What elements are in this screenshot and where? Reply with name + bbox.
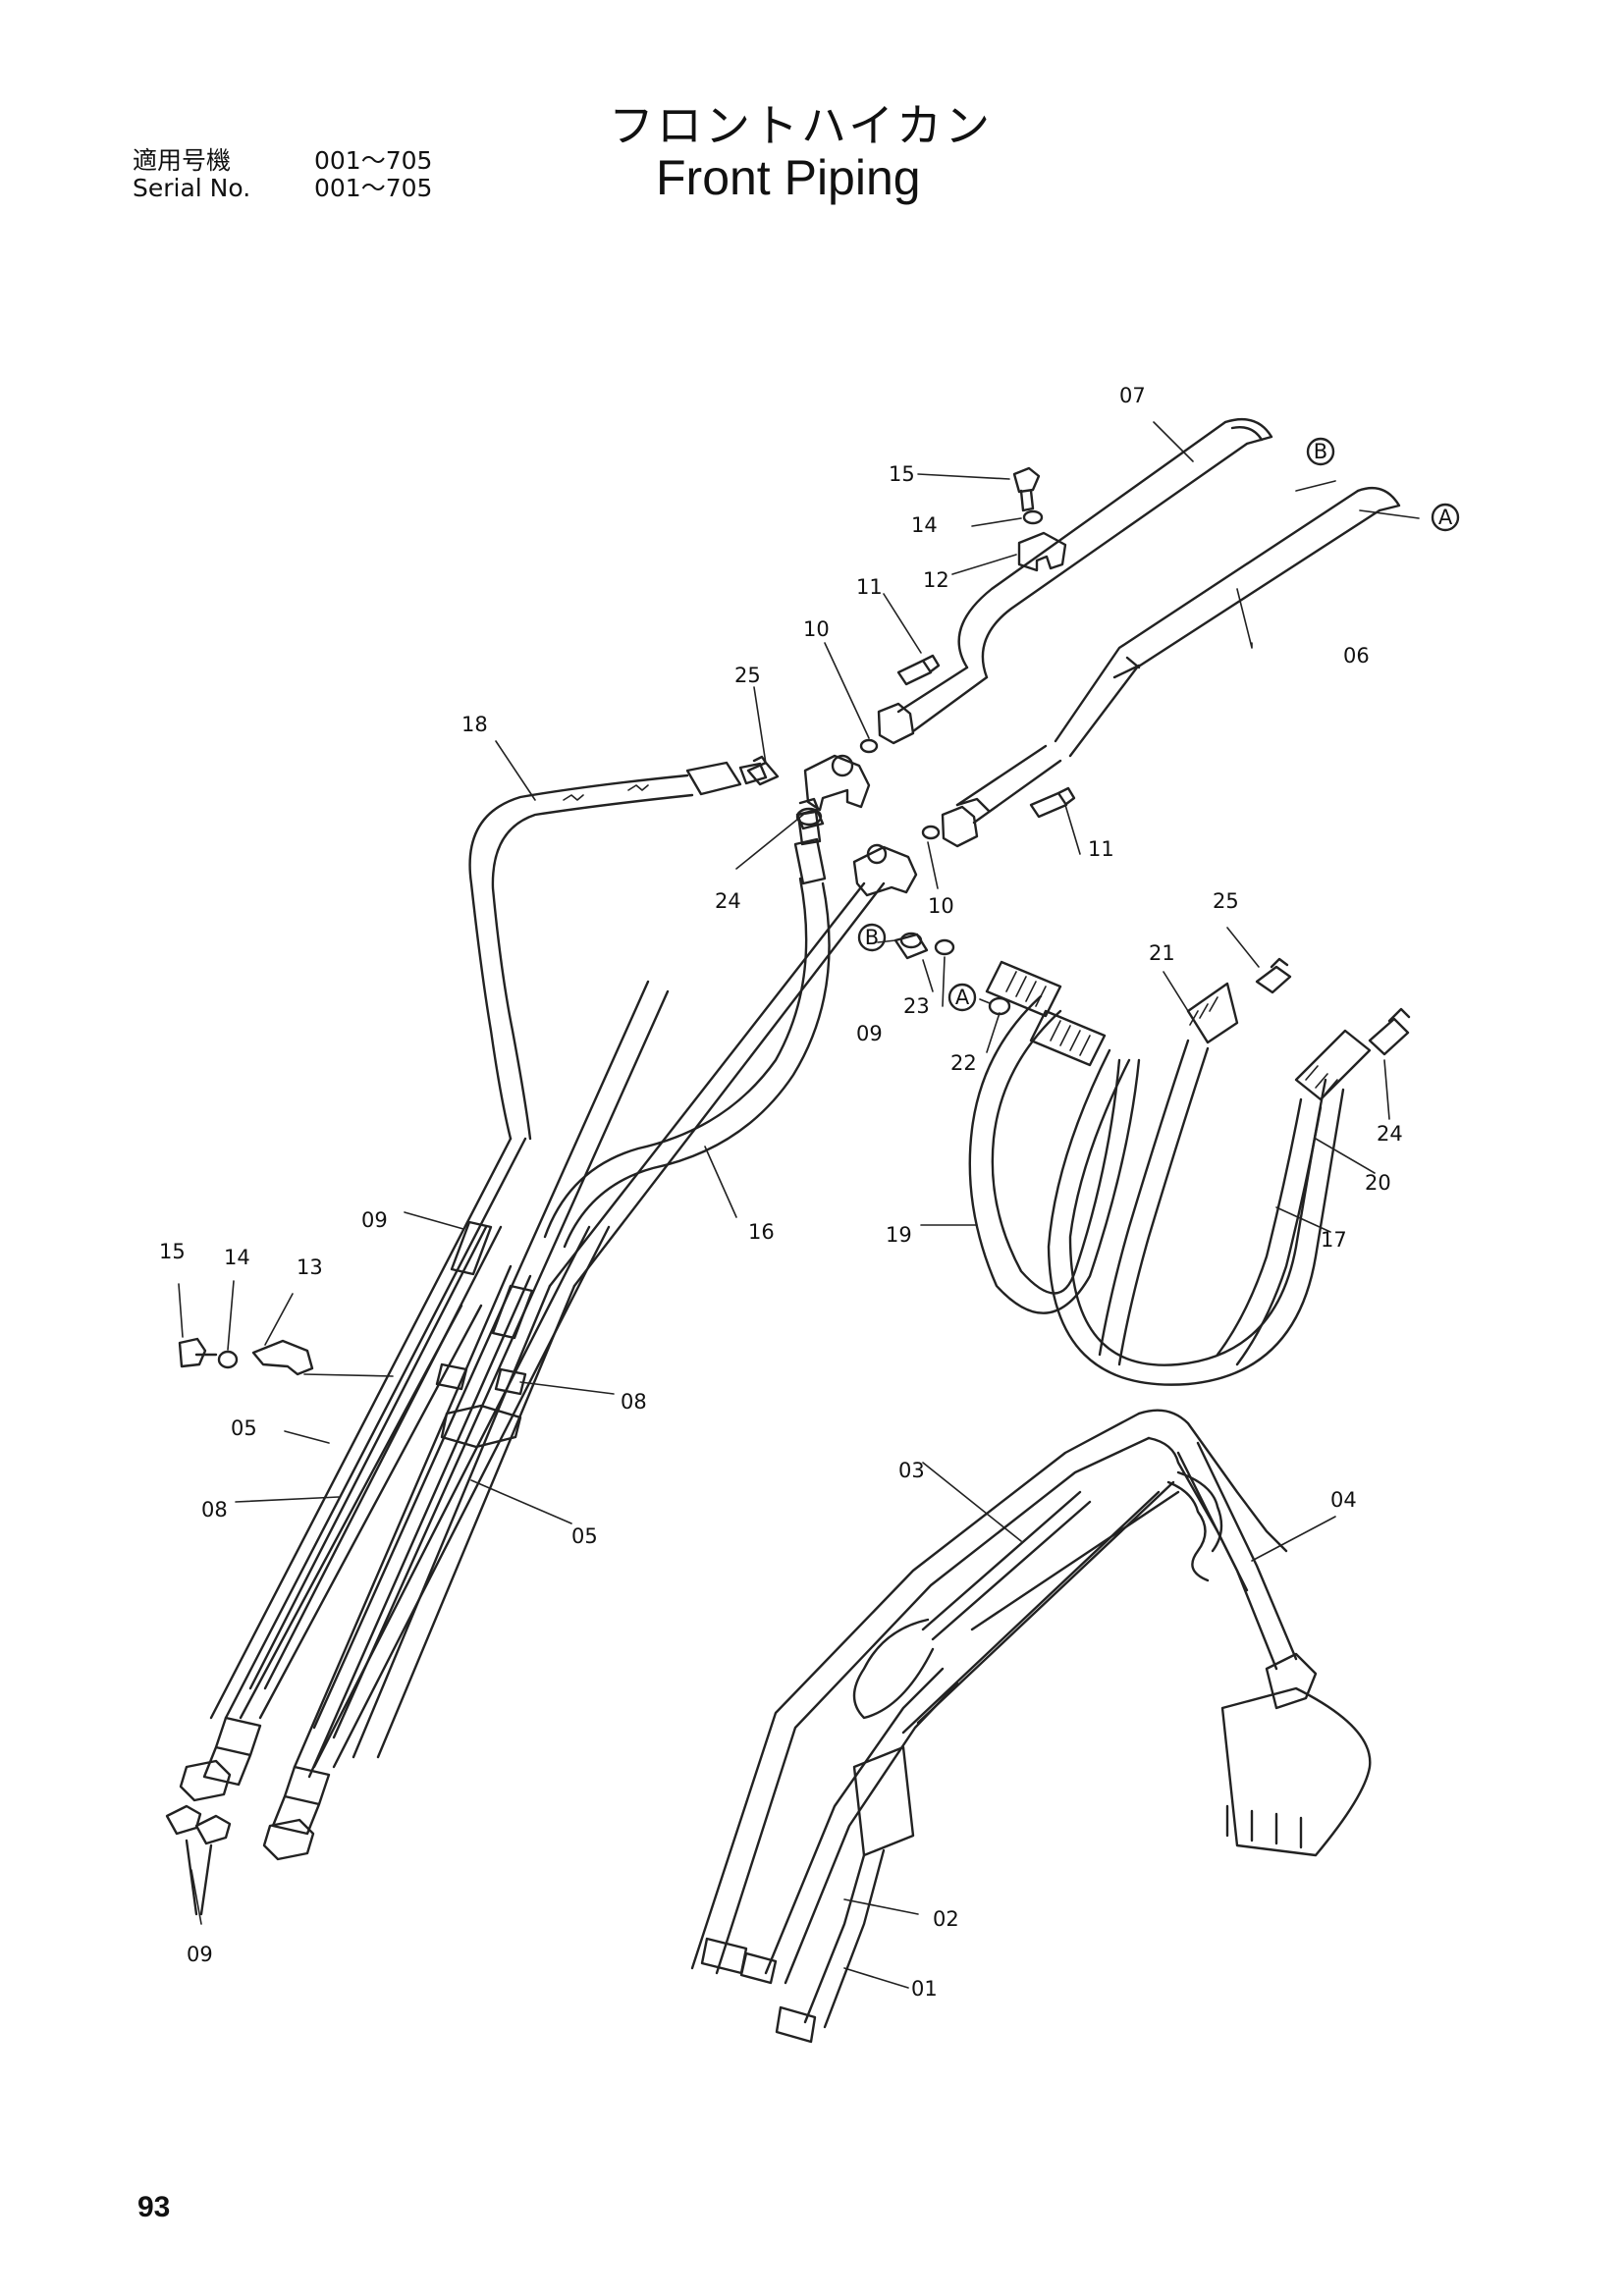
bolt-15-left	[178, 1337, 218, 1368]
clamp-12	[1017, 531, 1067, 572]
callout-09-right: 09	[856, 1022, 883, 1045]
page-title-english: Front Piping	[656, 150, 921, 205]
callout-05-right: 05	[571, 1524, 598, 1548]
svg-text:B: B	[865, 926, 879, 949]
pipe-07	[957, 417, 1273, 679]
pipe-06	[1054, 486, 1401, 758]
callout-23: 23	[903, 994, 930, 1018]
fitting-24-right	[1368, 1007, 1411, 1056]
callout-14-top: 14	[911, 513, 938, 537]
clamp-upper	[803, 754, 871, 812]
callout-25-right: 25	[1213, 889, 1239, 913]
pipe-segment-upper	[896, 666, 1062, 825]
callout-10-mid: 10	[928, 894, 954, 918]
callout-05-left: 05	[231, 1416, 257, 1440]
washer-14-left	[217, 1350, 239, 1369]
pipe-fitting-sleeve	[435, 1220, 534, 1396]
fitting-24-left	[795, 797, 825, 830]
hose-16	[543, 807, 831, 1249]
callout-19: 19	[886, 1223, 912, 1247]
callout-02: 02	[933, 1907, 959, 1931]
callout-25-left: 25	[734, 664, 761, 687]
callout-13: 13	[297, 1255, 323, 1279]
serial-value-english: 001～705	[314, 174, 433, 202]
excavator-arm	[901, 1441, 1298, 1735]
callout-03: 03	[898, 1459, 925, 1482]
callout-09-left: 09	[361, 1208, 388, 1232]
callout-11-mid: 11	[1088, 837, 1114, 861]
mark-b-top: B	[1306, 437, 1335, 466]
hose-18	[468, 761, 768, 1141]
washer-14-top	[1022, 509, 1044, 525]
callout-18: 18	[461, 713, 488, 736]
boom-base-piping	[700, 1937, 817, 2044]
serial-value-japanese: 001～705	[314, 146, 433, 175]
callout-01: 01	[911, 1977, 938, 2001]
svg-text:A: A	[955, 986, 970, 1009]
fitting-09-right	[893, 932, 929, 960]
bracket-13	[251, 1339, 314, 1376]
callout-16: 16	[748, 1220, 775, 1244]
o-ring-23	[934, 938, 955, 956]
callout-07: 07	[1119, 384, 1146, 407]
excavator-boom	[690, 1409, 1288, 1985]
callout-12: 12	[923, 568, 949, 592]
callout-20: 20	[1365, 1171, 1391, 1195]
pipe-couplings-bottom	[179, 1716, 331, 1861]
boom-piping-03	[852, 1490, 1180, 1720]
bolt-15-top	[1012, 466, 1041, 512]
mark-a-mid: A	[947, 983, 977, 1012]
excavator-bucket	[1220, 1652, 1372, 1857]
pipe-bundle-right	[293, 1264, 576, 1779]
callout-08-left: 08	[201, 1498, 228, 1522]
hose-20	[1216, 1029, 1372, 1366]
callout-11-top: 11	[856, 575, 883, 599]
callout-15-left: 15	[159, 1240, 186, 1263]
svg-text:B: B	[1314, 440, 1327, 463]
callout-17: 17	[1321, 1228, 1347, 1252]
fitting-10-mid	[921, 797, 991, 848]
serial-label-japanese: 適用号機	[133, 146, 232, 175]
callout-21: 21	[1149, 941, 1175, 965]
callout-06: 06	[1343, 644, 1370, 667]
leader-lines	[178, 421, 1420, 1989]
callout-24-right: 24	[1377, 1122, 1403, 1146]
serial-row-japanese: 適用号機 001～705	[133, 147, 432, 175]
serial-label-english: Serial No.	[133, 174, 251, 202]
fitting-10-top	[859, 702, 915, 754]
mark-b-mid: B	[857, 923, 887, 952]
hose-19	[968, 960, 1141, 1314]
callout-22: 22	[950, 1051, 977, 1075]
part-callouts: 07 15 14 12 11 10 06 25 18 24 10 11 25 2…	[159, 384, 1403, 2001]
pipe-bundle-left	[209, 881, 886, 1769]
callout-10-top: 10	[803, 617, 830, 641]
adapter-25-right	[1255, 957, 1292, 994]
hose-17	[1029, 1009, 1345, 1386]
callout-14-left: 14	[224, 1246, 250, 1269]
callout-08-right: 08	[621, 1390, 647, 1414]
page-title-japanese: フロントハイカン	[609, 99, 994, 152]
pipe-clamp-lower	[440, 1404, 522, 1449]
svg-text:A: A	[1438, 506, 1453, 529]
adapter-25-left	[746, 755, 780, 786]
callout-04: 04	[1330, 1488, 1357, 1512]
callout-15-top: 15	[889, 462, 915, 486]
serial-row-english: Serial No. 001～705	[133, 175, 432, 202]
page-number: 93	[137, 2191, 171, 2223]
hose-21	[1098, 982, 1239, 1366]
callout-09-bottom: 09	[187, 1943, 213, 1966]
callout-24-left: 24	[715, 889, 741, 913]
bolt-11-top	[896, 654, 941, 686]
boom-cylinder	[803, 1745, 915, 2029]
mark-a-top: A	[1431, 503, 1460, 532]
adapters-09-bottom	[165, 1804, 232, 1916]
bolt-11-mid	[1029, 786, 1076, 819]
clamp-lower-mid	[852, 843, 918, 897]
o-ring-22	[988, 996, 1011, 1016]
arm-hose-04	[1166, 1470, 1223, 1582]
